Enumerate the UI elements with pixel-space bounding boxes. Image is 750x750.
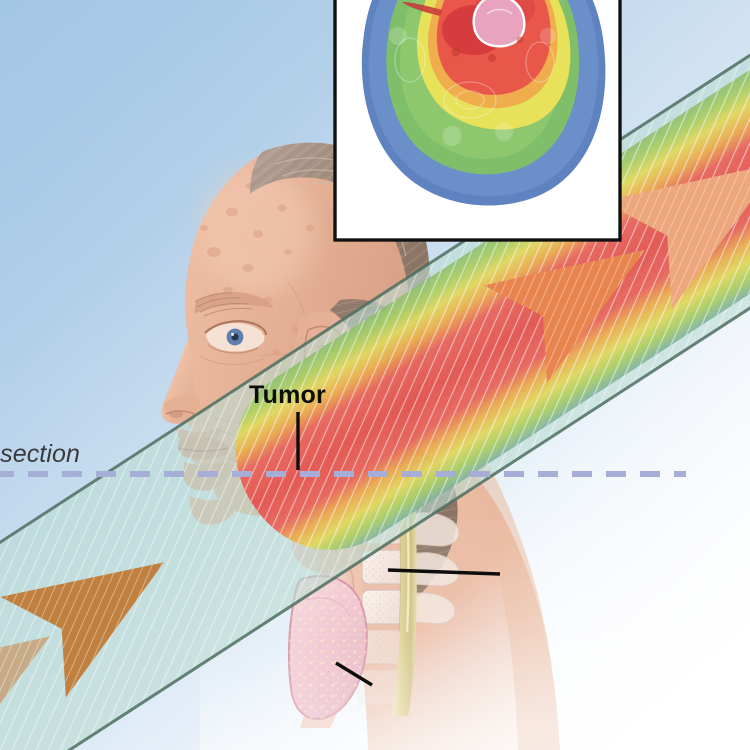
beam-arrow-distal-1 (483, 249, 646, 383)
beam-arrow-distal-2 (602, 162, 750, 309)
tongue-leader-line (335, 661, 373, 687)
beam-arrow-proximal-2 (0, 562, 164, 698)
axial-isodose-heatmap (361, 0, 606, 206)
beam-arrow-proximal-1 (0, 636, 50, 750)
level-of-section-label: f section (0, 440, 81, 468)
radiation-beam (0, 17, 750, 750)
leader-lines (296, 412, 501, 687)
eye (199, 320, 267, 366)
spinal-cord-leader-line (387, 568, 501, 576)
tumor-label: Tumor (249, 381, 326, 409)
dose-distribution-inset (333, 0, 622, 242)
